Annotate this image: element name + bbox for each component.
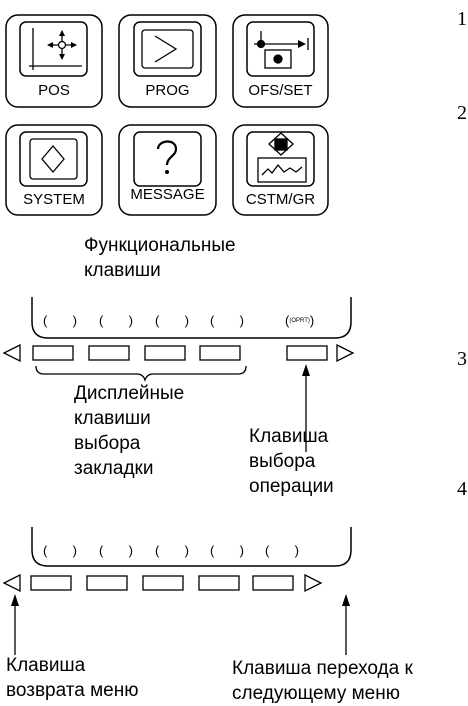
pos-key-label[interactable]: POS [38,82,70,99]
softkey2-slot-5: ( ) [265,543,299,558]
return-key-caption-line-2: возврата меню [6,680,139,701]
return-key-arrow [11,594,19,655]
program-screen-icon [141,29,194,69]
operation-key-caption-line-2: выбора [249,451,316,472]
return-arrow-2 [2,573,21,593]
operation-key-slot: ((OPRT)) [285,313,315,328]
step-number-3: 3 [457,348,467,370]
prog-key-frame [118,14,217,108]
soft-keys-caption-line-1: Дисплейные [74,383,185,404]
step-number-4: 4 [457,478,467,500]
question-mark-icon [156,140,178,174]
softkey-slot-2: ( ) [99,313,133,328]
softkey2-slot-3: ( ) [155,543,189,558]
prog-key-label[interactable]: PROG [145,82,190,99]
ofs-set-key-label[interactable]: OFS/SET [248,82,313,99]
operation-key-caption-line-3: операции [249,476,334,497]
return-arrow-1 [2,343,21,363]
step-number-1: 1 [457,8,467,30]
soft-key-row-1 [2,343,355,363]
next-key-caption-line-2: следующему меню [232,683,400,704]
system-key-frame [5,124,103,216]
system-diamond-icon [29,138,78,180]
offset-tool-icon [254,31,309,69]
softkey2-slot-1: ( ) [43,543,77,558]
softkey2-slot-2: ( ) [99,543,133,558]
message-key-label[interactable]: MESSAGE [130,186,205,203]
softkey2-slot-4: ( ) [210,543,244,558]
ofs-set-key-frame [232,14,329,108]
system-key-label[interactable]: SYSTEM [23,191,85,208]
next-key-arrow [342,594,350,655]
oprt-label: (OPRT) [289,318,310,324]
soft-keys-caption-line-3: выбора [74,433,141,454]
operation-key-caption-line-1: Клавиша [249,426,329,447]
pos-key-frame [5,14,103,108]
softkey-slot-3: ( ) [155,313,189,328]
function-keys-caption-line-2: клавиши [84,260,161,281]
position-crosshair-icon [29,28,82,70]
function-keys-caption-line-1: Функциональные [84,235,236,256]
softkey-slot-4: ( ) [210,313,244,328]
screen-1-frame [31,297,352,339]
cstm-gr-key-label[interactable]: CSTM/GR [245,191,316,208]
next-arrow-1 [336,343,355,363]
return-key-caption-line-1: Клавиша [6,655,86,676]
cstm-gr-key-frame [232,124,329,216]
message-key-frame [118,124,217,216]
screen-2-frame [31,527,352,567]
soft-key-row-2 [2,573,323,593]
step-number-2: 2 [457,102,467,124]
next-arrow-2 [304,573,323,593]
soft-keys-caption-line-2: клавиши [74,408,151,429]
custom-graph-icon [257,132,307,183]
softkey-slot-1: ( ) [43,313,77,328]
next-key-caption-line-1: Клавиша перехода к [232,658,413,679]
soft-keys-caption-line-4: закладки [74,458,154,479]
operation-key-arrow [302,364,310,452]
soft-keys-brace [35,365,247,383]
